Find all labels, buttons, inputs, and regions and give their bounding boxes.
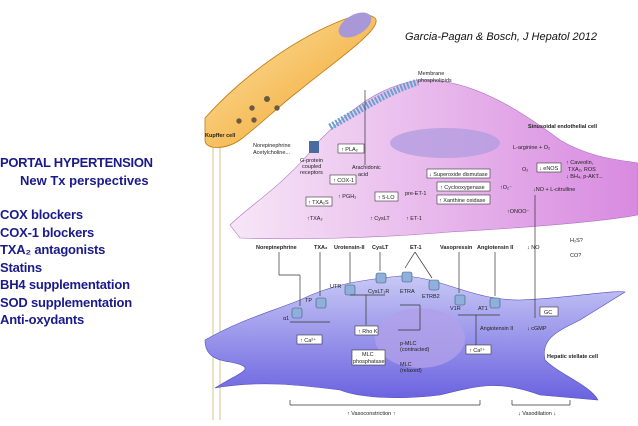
membrane-label-2: phospholipids xyxy=(418,78,452,84)
cgmp-label: ↓ cGMP xyxy=(527,326,547,332)
mlcp-label-2: phosphatase xyxy=(353,359,385,365)
citation: Garcia-Pagan & Bosch, J Hepatol 2012 xyxy=(405,31,598,43)
list-item: COX blockers xyxy=(0,207,83,222)
rhok-box: ↑ Rho K xyxy=(358,329,378,335)
onoo-label: ↑ONOO⁻ xyxy=(507,209,530,215)
hsc-label: Hepatic stellate cell xyxy=(547,354,599,360)
sec-label: Sinusoidal endothelial cell xyxy=(528,124,598,130)
pgh2-label: ↑ PGH₂ xyxy=(338,194,356,200)
receptor-cyslt1r: CysLT₁R xyxy=(368,289,389,295)
receptor-at1: AT1 xyxy=(478,306,488,312)
aa-label: Arachidonic xyxy=(352,165,381,171)
cox-box: ↑ Cyclooxygenase xyxy=(440,185,485,191)
txa2s-box: ↑ TXA₂S xyxy=(308,200,329,206)
list-item: Statins xyxy=(0,259,42,275)
receptor-a1: α1 xyxy=(283,316,289,322)
cyslt-inside: ↑ CysLT xyxy=(370,216,390,222)
receptors xyxy=(291,271,501,319)
modulator-1: ↑ Caveolin, xyxy=(566,160,594,166)
ca-box-1: ↑ Ca²⁺ xyxy=(300,337,316,344)
mlc-label: MLC xyxy=(400,362,412,368)
h2s-label: H₂S? xyxy=(570,238,583,244)
et1-inside: ↑ ET-1 xyxy=(406,216,422,222)
mediator-txa2: TXA₂ xyxy=(314,245,328,251)
modulator-3: ↓ BH₄, p-AKT... xyxy=(566,174,603,180)
mediator-norepinephrine: Norepinephrine xyxy=(256,245,297,251)
mediator-cyslt: CysLT xyxy=(372,245,389,251)
mediator-angiotensin: Angiotensin II xyxy=(477,245,514,251)
cox1-box: ↑ COX-1 xyxy=(333,178,354,184)
therapy-list: COX blockers COX-1 blockers TXA₂ antagon… xyxy=(0,206,153,329)
receptor-v1r: V1R xyxy=(450,306,461,312)
gpcr-icon xyxy=(309,141,319,153)
receptor-etra: ETRA xyxy=(400,289,415,295)
list-item: BH4 supplementation xyxy=(0,277,130,292)
mlcp-label: MLC xyxy=(362,352,374,358)
gc-box: GC xyxy=(544,310,552,316)
agonist-label-2: Acetylcholine... xyxy=(253,150,290,156)
vasoconstriction-label: ↑ Vasoconstriction ↑ xyxy=(347,411,396,417)
mediator-et1: ET-1 xyxy=(410,245,422,251)
list-item: Anti-oxydants xyxy=(0,312,85,327)
gpcr-label-2: coupled xyxy=(302,164,321,170)
co-label: CO? xyxy=(570,253,581,259)
xo-box: ↑ Xanthine oxidase xyxy=(439,198,485,204)
pla2-box: ↑ PLA₂ xyxy=(341,147,358,153)
gpcr-label: G-protein xyxy=(300,158,323,164)
membrane-label: Membrane xyxy=(418,71,444,77)
larg-label: L-arginine + O₂ xyxy=(513,145,550,151)
mediator-urotensin: Urotensin-II xyxy=(334,245,365,251)
enos-box: ↓ eNOS xyxy=(539,166,559,172)
gpcr-label-3: receptors xyxy=(300,170,323,176)
ca-box-2: ↑ Ca²⁺ xyxy=(469,347,485,354)
mlc-label-2: (relaxed) xyxy=(400,368,422,374)
vasodilation-label: ↓ Vasodilation ↓ xyxy=(518,411,556,417)
receptor-tp: TP xyxy=(305,298,312,304)
mediator-no: ↓ NO xyxy=(527,245,540,251)
panel-subtitle: New Tx perspectives xyxy=(20,173,149,188)
pre-et1-label: pre-ET-1 xyxy=(405,191,426,197)
txa2-inside: ↑TXA₂ xyxy=(307,216,323,222)
mediator-vasopressin: Vasopressin xyxy=(440,245,473,251)
kupffer-cell xyxy=(204,14,377,148)
agonist-label: Norepinephrine xyxy=(253,143,291,149)
sod-box: ↓ Superoxide dismutase xyxy=(429,172,488,178)
o2-label: O₂ xyxy=(522,167,528,173)
o2minus-label: ↑O₂⁻ xyxy=(500,185,512,191)
left-panel: PORTAL HYPERTENSION New Tx perspectives … xyxy=(0,154,153,329)
pmlc-label-2: (contracted) xyxy=(400,347,430,353)
ang2-label: Angiotensin II xyxy=(480,326,514,332)
receptor-etrb2: ETRB2 xyxy=(422,294,440,300)
pmlc-label: p-MLC xyxy=(400,341,417,347)
list-item: TXA₂ antagonists xyxy=(0,242,106,257)
modulator-2: TXA₂, ROS xyxy=(568,167,596,173)
no-citrulline-label: ↓NO + L-citrulline xyxy=(533,187,575,193)
5lo-box: ↑ 5-LO xyxy=(378,195,395,201)
kupffer-label: Kupffer cell xyxy=(205,133,236,139)
aa-label-2: acid xyxy=(358,172,368,178)
receptor-utr: UTR xyxy=(330,284,341,290)
panel-title: PORTAL HYPERTENSION xyxy=(0,155,153,170)
list-item: COX-1 blockers xyxy=(0,224,95,240)
list-item: SOD supplementation xyxy=(0,294,132,310)
